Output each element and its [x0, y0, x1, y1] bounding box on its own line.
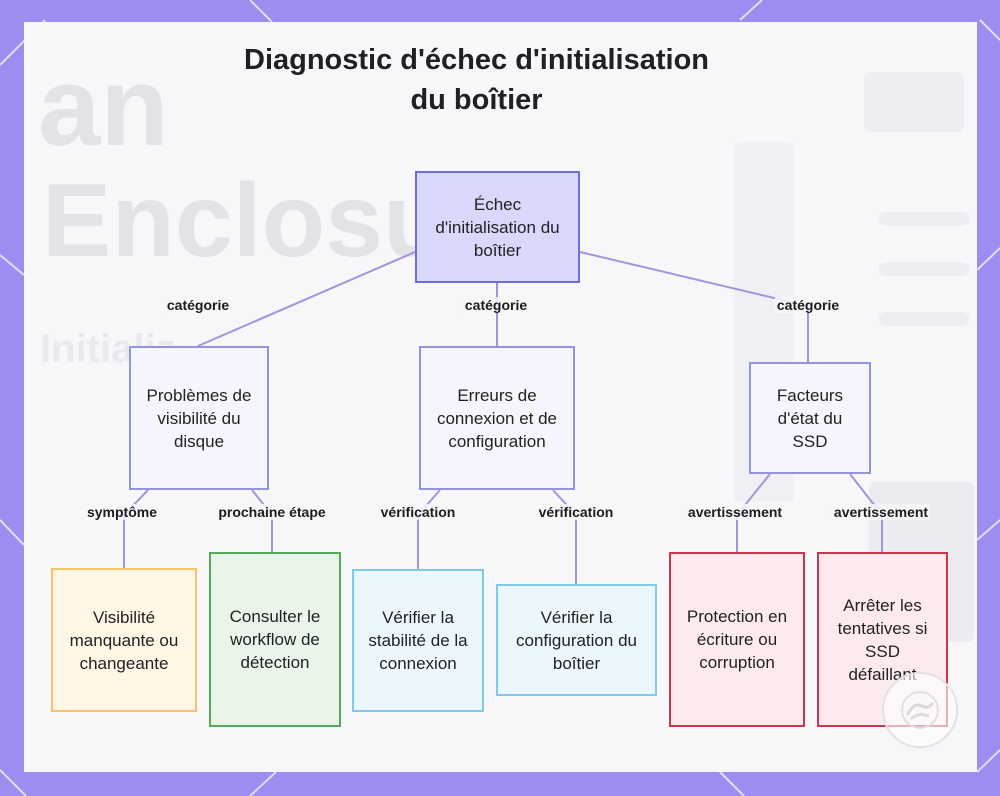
edge-label-warning: avertissement [831, 504, 931, 520]
edge-label-verification: vérification [536, 504, 616, 520]
node-root: Échec d'initialisation du boîtier [415, 171, 580, 283]
edge-label-verification: vérification [378, 504, 458, 520]
diagram-title: Diagnostic d'échec d'initialisation du b… [200, 40, 753, 120]
background-text: an [38, 44, 169, 169]
background-shape [879, 312, 969, 326]
node-leaf-visibility: Visibilité manquante ou changeante [51, 568, 197, 712]
edge-label-warning: avertissement [685, 504, 785, 520]
background-shape [864, 72, 964, 132]
node-text: Visibilité manquante ou changeante [69, 607, 179, 673]
title-line-1: Diagnostic d'échec d'initialisation [244, 44, 709, 76]
node-category-visibility: Problèmes de visibilité du disque [129, 346, 269, 490]
logo-shape [901, 691, 939, 729]
edge-label-category: catégorie [774, 297, 842, 313]
edge-label-category: catégorie [462, 297, 530, 313]
node-text: Consulter le workflow de détection [229, 607, 321, 672]
node-text: Vérifier la stabilité de la connexion [368, 608, 468, 673]
node-category-connection: Erreurs de connexion et de configuration [419, 346, 575, 490]
background-text: Enclosu [42, 163, 447, 279]
edge-root-visibility [197, 251, 416, 347]
background-shape [879, 212, 969, 226]
node-leaf-workflow: Consulter le workflow de détection [209, 552, 341, 727]
node-text: Protection en écriture ou corruption [686, 607, 788, 672]
node-root-text: Échec d'initialisation du boîtier [435, 194, 560, 260]
node-text: Facteurs d'état du SSD [776, 385, 844, 451]
edge-label-next-step: prochaine étape [216, 504, 328, 520]
edge-label-symptom: symptôme [84, 504, 160, 520]
node-leaf-config: Vérifier la configuration du boîtier [496, 584, 657, 696]
edge-root-ssd [579, 251, 809, 307]
napkin-logo-icon [882, 672, 958, 748]
node-text: Arrêter les tentatives si SSD défaillant [837, 595, 928, 684]
edge-label-category: catégorie [164, 297, 232, 313]
node-text: Erreurs de connexion et de configuration [436, 385, 558, 451]
title-line-2: du boîtier [410, 84, 543, 116]
node-text: Vérifier la configuration du boîtier [516, 607, 637, 673]
node-leaf-protection: Protection en écriture ou corruption [669, 552, 805, 727]
node-text: Problèmes de visibilité du disque [146, 385, 252, 451]
background-shape [879, 262, 969, 276]
node-category-ssd: Facteurs d'état du SSD [749, 362, 871, 474]
node-leaf-stability: Vérifier la stabilité de la connexion [352, 569, 484, 712]
